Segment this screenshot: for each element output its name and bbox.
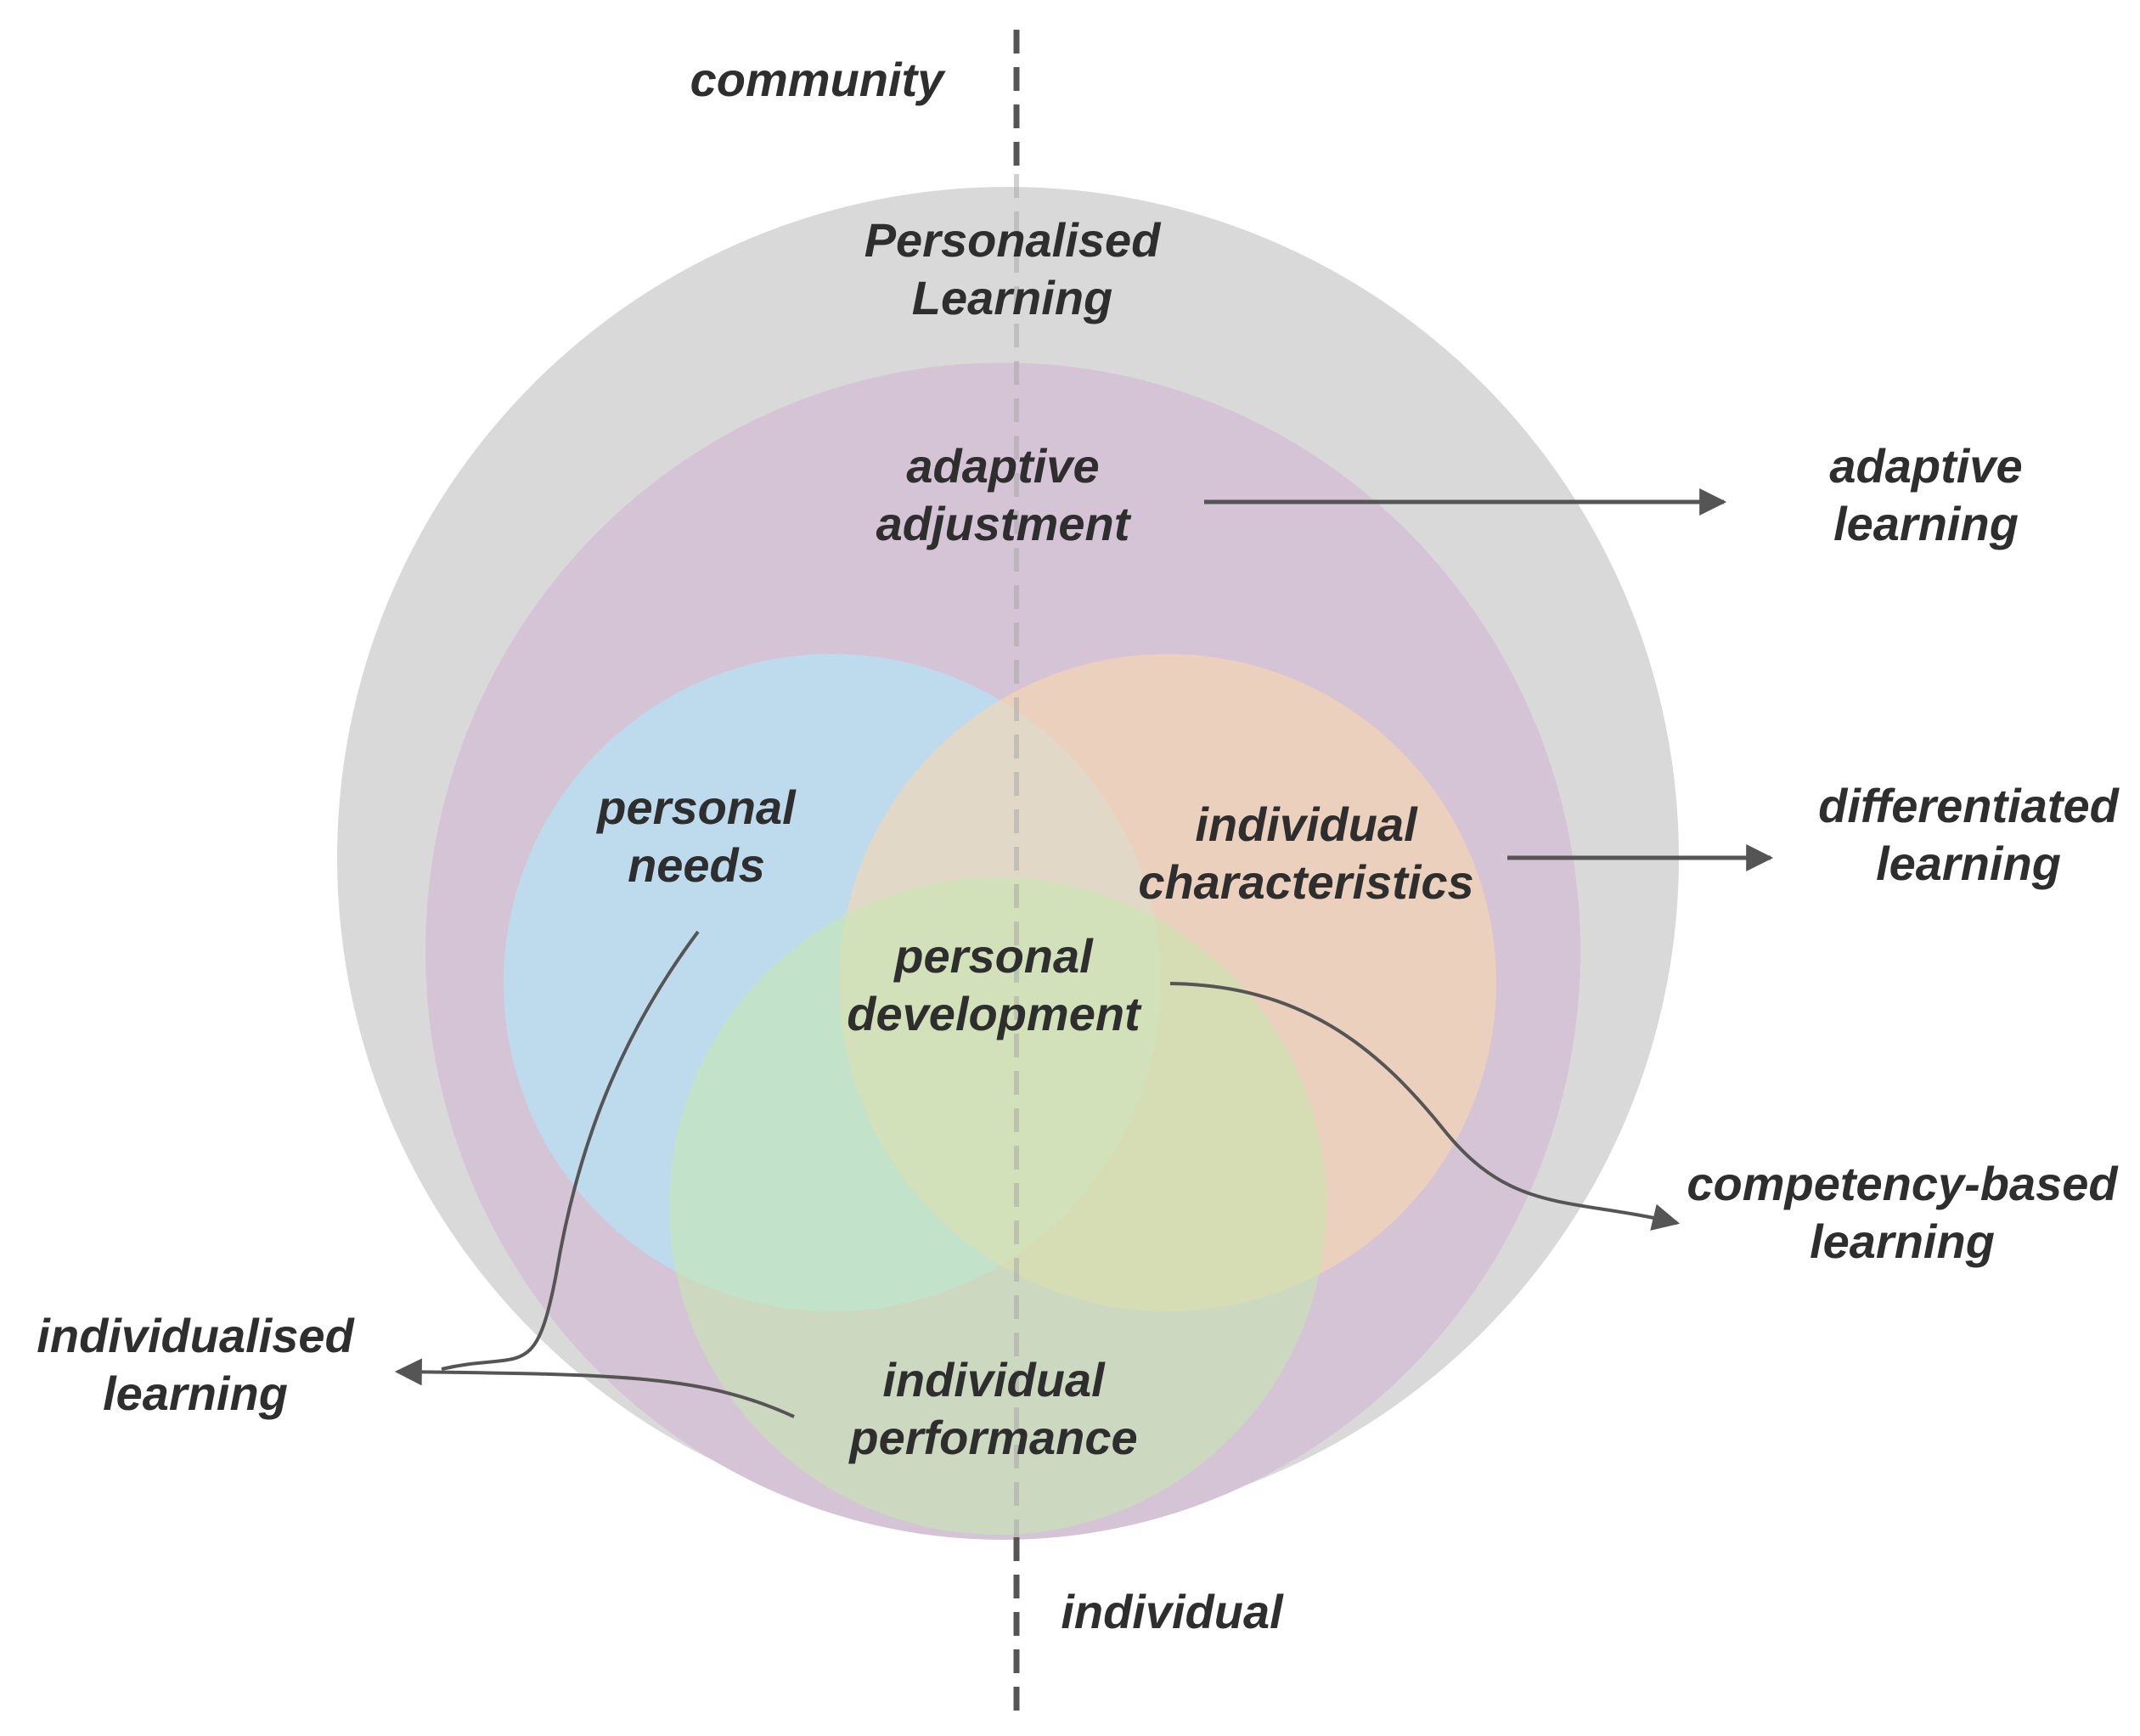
- personal-development-label-line2: development: [847, 987, 1142, 1040]
- community-label: community: [690, 53, 947, 106]
- adaptive-adjustment-label-line2: adjustment: [876, 497, 1132, 550]
- competency-based-learning-label-line2: learning: [1810, 1215, 1995, 1268]
- individual-characteristics-label-line1: individual: [1195, 798, 1418, 851]
- arrow-from-personal-needs: [441, 930, 700, 1371]
- personalised-learning-label-line1: Personalised: [864, 213, 1162, 267]
- differentiated-learning-label-line2: learning: [1876, 837, 2061, 890]
- personal-development-circle: [669, 877, 1326, 1535]
- individualised-learning-label-line2: learning: [103, 1367, 288, 1420]
- individualised-learning-label-line1: individualised: [37, 1309, 355, 1362]
- arrow-to-competency-based-learning: [1169, 982, 1681, 1231]
- personalised-learning-label-line2: Learning: [912, 271, 1112, 324]
- individual-label: individual: [1061, 1585, 1284, 1638]
- personal-needs-label-line1: personal: [595, 781, 797, 834]
- individual-performance-label-line1: individual: [882, 1353, 1106, 1406]
- individual-characteristics-label-line2: characteristics: [1138, 855, 1473, 909]
- adaptive-adjustment-label-line1: adaptive: [906, 439, 1099, 493]
- personal-development-label-line1: personal: [893, 929, 1094, 983]
- differentiated-learning-label-line1: differentiated: [1818, 779, 2120, 832]
- adaptive-learning-label-line1: adaptive: [1829, 439, 2022, 493]
- arrow-to-individualised-learning: [394, 1358, 795, 1418]
- competency-based-learning-label-line1: competency-based: [1687, 1157, 2119, 1210]
- adaptive-learning-label-line2: learning: [1833, 497, 2019, 550]
- personal-needs-label-line2: needs: [628, 838, 765, 892]
- individual-performance-label-line2: performance: [848, 1411, 1137, 1464]
